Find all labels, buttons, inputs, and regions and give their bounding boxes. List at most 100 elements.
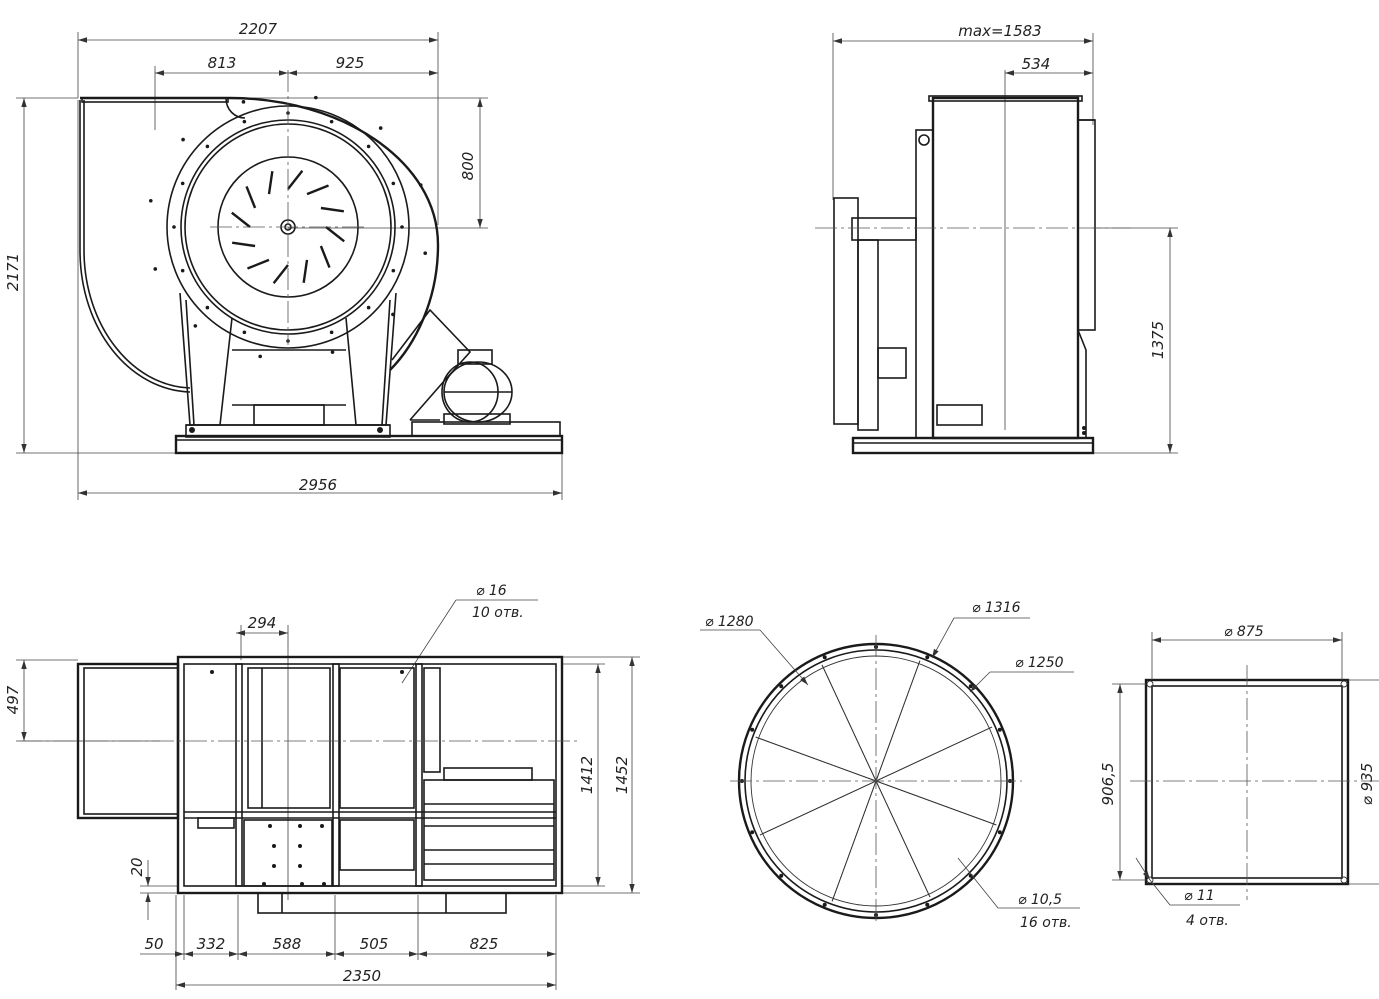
mount-hole — [300, 882, 304, 886]
mount-hole — [272, 844, 276, 848]
impeller-blade — [320, 206, 345, 213]
inlet-flange-bolt-holes — [740, 645, 1012, 917]
plan-view-dimensions — [16, 599, 640, 990]
inlet-hole-size: ⌀ 10,5 — [1018, 892, 1062, 908]
impeller-blade — [267, 170, 274, 195]
flange-hole — [822, 655, 827, 660]
flange-hole — [750, 727, 755, 732]
impeller-blade — [287, 170, 304, 190]
outlet-hole-size: ⌀ 11 — [1184, 888, 1215, 904]
mount-hole — [210, 670, 214, 674]
dim-bolt-circle: ⌀ 1280 — [705, 614, 754, 630]
dim-inlet-height: 497 — [4, 685, 22, 714]
dim-seg-2: 332 — [197, 935, 226, 953]
dim-axis-height: 1375 — [1149, 321, 1167, 359]
dim-small-gap: 20 — [128, 857, 146, 876]
bolt-hole — [205, 144, 210, 149]
dim-overall-width: 2207 — [239, 20, 278, 38]
dim-total-length: 2350 — [343, 967, 381, 985]
bolt-hole — [181, 137, 185, 142]
dim-left-offset: 813 — [208, 54, 237, 72]
bolt-hole — [330, 350, 335, 354]
mount-hole — [298, 864, 302, 868]
dim-seg-1: 50 — [144, 935, 163, 953]
dim-seg-3: 588 — [273, 935, 302, 953]
flange-hole — [997, 830, 1002, 835]
mount-hole — [272, 864, 276, 868]
dim-base-length: 2956 — [299, 476, 337, 494]
bolt-hole — [423, 251, 428, 256]
impeller-blade — [325, 226, 345, 243]
mount-hole — [322, 882, 326, 886]
bolt-hole — [180, 181, 185, 186]
impeller-blade — [319, 245, 331, 268]
bolt-hole — [329, 119, 334, 124]
bolt-hole — [242, 119, 247, 124]
impeller-blade — [306, 184, 329, 196]
front-view-dimensions — [16, 32, 563, 500]
plan-mount-holes — [210, 670, 404, 886]
impeller-blade — [272, 264, 289, 284]
hole-callout-count: 10 отв. — [472, 605, 524, 621]
hole-callout-size: ⌀ 16 — [476, 583, 507, 599]
mount-hole — [320, 824, 324, 828]
bolt-hole — [418, 183, 423, 187]
dim-outer-diameter: ⌀ 1316 — [972, 600, 1021, 616]
dim-seg-4: 505 — [360, 935, 389, 953]
flange-hole — [779, 684, 784, 689]
bolt-hole — [205, 305, 210, 310]
mount-hole — [298, 824, 302, 828]
bolt-hole — [391, 181, 396, 186]
outlet-flange-view: ⌀ 875 906,5 ⌀ 935 ⌀ 11 4 отв. — [1099, 624, 1379, 929]
base-frame-plan — [20, 655, 580, 914]
flange-hole — [779, 873, 784, 878]
bolt-hole — [258, 354, 262, 359]
flange-hole — [925, 655, 930, 660]
bolt-hole — [148, 198, 153, 203]
impeller-blade — [302, 259, 309, 284]
mount-hole — [298, 844, 302, 848]
flange-hole — [925, 902, 930, 907]
side-view: max=1583 534 1375 — [815, 22, 1178, 455]
dim-right-offset: 925 — [336, 54, 365, 72]
bolt-hole — [366, 305, 371, 310]
mount-hole — [268, 824, 272, 828]
dim-outlet-height: 906,5 — [1099, 763, 1117, 806]
dim-outlet-width: ⌀ 875 — [1224, 624, 1264, 640]
plan-view: 294 ⌀ 16 10 отв. 497 1412 1452 20 50 332… — [4, 583, 640, 990]
fan-housing-side — [815, 95, 1130, 455]
dim-inner-diameter: ⌀ 1250 — [1015, 655, 1064, 671]
bolt-hole — [172, 225, 176, 229]
bolt-hole — [366, 144, 371, 149]
outlet-flange-dimensions — [1112, 632, 1379, 906]
dim-inlet-offset: 294 — [248, 614, 277, 632]
bolt-hole — [242, 330, 247, 335]
impeller-blades — [231, 170, 345, 284]
impeller-blade — [231, 241, 256, 248]
bolt-hole — [378, 126, 383, 130]
bolt-hole — [193, 324, 198, 328]
impeller-blade — [245, 186, 257, 209]
bolt-hole — [314, 95, 318, 100]
flange-hole — [750, 830, 755, 835]
bolt-hole — [180, 268, 185, 273]
dim-frame-inner: 1412 — [578, 756, 596, 794]
mount-hole — [262, 882, 266, 886]
inlet-flange-leaders — [700, 617, 1080, 909]
flange-bolt-holes — [148, 95, 428, 359]
inlet-hole-count: 16 отв. — [1020, 915, 1072, 931]
bolt-hole — [391, 268, 396, 273]
dim-frame-outer: 1452 — [613, 756, 631, 794]
bolt-hole — [241, 100, 246, 104]
dim-outlet-height: 800 — [459, 152, 477, 181]
impeller-blade — [231, 211, 251, 228]
dim-max-width: max=1583 — [958, 22, 1041, 40]
dim-outlet-right: ⌀ 935 — [1358, 763, 1376, 805]
front-view: 2207 813 925 800 2171 2956 — [4, 20, 564, 500]
outlet-hole-count: 4 отв. — [1186, 913, 1229, 929]
fan-housing-front — [79, 70, 564, 455]
impeller-blade — [247, 258, 270, 270]
dim-seg-5: 825 — [470, 935, 499, 953]
bolt-hole — [153, 267, 158, 271]
